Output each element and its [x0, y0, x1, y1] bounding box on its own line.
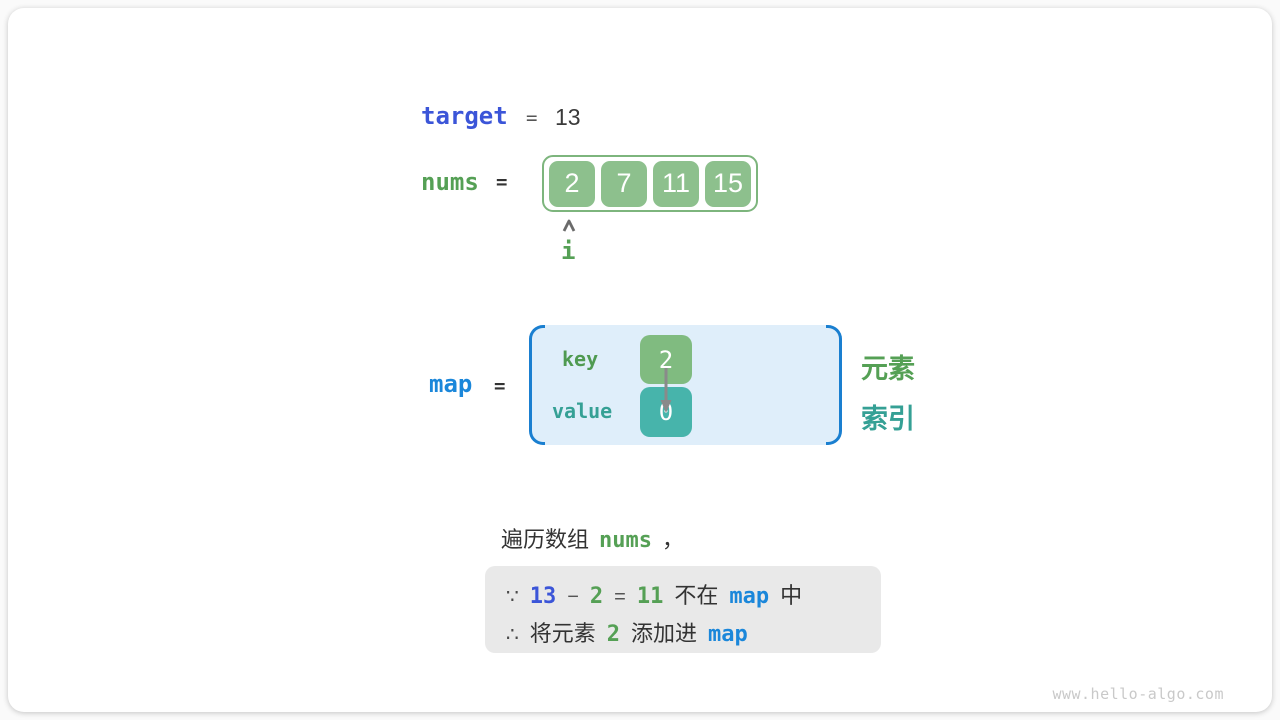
note-element-value: 2 — [589, 584, 604, 609]
note-text-not-in: 不在 — [674, 583, 719, 608]
note-target-value: 13 — [529, 584, 557, 609]
map-value-label: value — [552, 399, 613, 423]
minus-sign: − — [567, 586, 579, 608]
note-text-suffix: 中 — [780, 583, 803, 608]
index-pointer-caret-icon — [560, 218, 578, 238]
array-cell: 15 — [705, 160, 751, 207]
site-watermark: www.hello-algo.com — [1052, 685, 1224, 703]
note-text-middle: 添加进 — [631, 621, 698, 646]
index-pointer-label: i — [561, 237, 576, 265]
target-variable-label: target — [421, 102, 508, 130]
map-right-bracket — [826, 325, 842, 445]
note-map-code: map — [729, 584, 770, 609]
map-equals-sign: = — [494, 375, 506, 397]
array-cell: 11 — [653, 160, 699, 207]
nums-equals-sign: = — [496, 171, 508, 193]
target-equals-sign: = — [526, 107, 538, 129]
diagram-card: target = 13 nums = 2 7 11 15 i map = key… — [8, 8, 1272, 712]
nums-variable-label: nums — [421, 168, 479, 196]
caption-text-after: ， — [662, 527, 685, 552]
note-difference-value: 11 — [636, 584, 664, 609]
note-line-therefore: ∴ 将元素 2 添加进 map — [506, 617, 881, 652]
note-text-prefix: 将元素 — [529, 621, 596, 646]
map-key-label: key — [562, 347, 599, 371]
therefore-symbol: ∴ — [506, 624, 519, 646]
array-cell: 7 — [601, 160, 647, 207]
equals-sign: = — [614, 586, 626, 608]
map-left-bracket — [529, 325, 545, 445]
because-symbol: ∵ — [506, 586, 519, 608]
caption-nums-code: nums — [599, 528, 652, 553]
caption-line: 遍历数组 nums ， — [501, 522, 684, 554]
note-box: ∵ 13 − 2 = 11 不在 map 中 ∴ 将元素 2 添加进 map — [485, 566, 881, 653]
key-to-value-arrow-icon — [658, 366, 674, 419]
legend-index-label: 索引 — [861, 404, 915, 434]
note-map-code: map — [708, 622, 748, 647]
map-key-box: 2 — [640, 335, 692, 384]
caption-text-before: 遍历数组 — [501, 527, 590, 552]
note-element-value: 2 — [606, 622, 620, 647]
nums-array: 2 7 11 15 — [542, 155, 758, 212]
legend-element-label: 元素 — [861, 354, 915, 384]
array-cell: 2 — [549, 160, 595, 207]
target-value: 13 — [555, 104, 581, 130]
map-container: key value 2 0 — [529, 325, 842, 445]
map-variable-label: map — [429, 370, 473, 398]
note-line-because: ∵ 13 − 2 = 11 不在 map 中 — [506, 579, 881, 614]
